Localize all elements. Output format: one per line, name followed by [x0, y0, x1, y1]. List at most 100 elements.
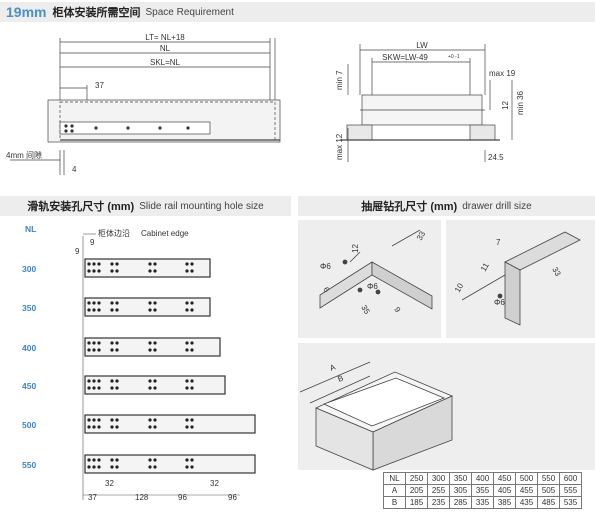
rail-hole — [92, 262, 96, 266]
rail-hole — [110, 458, 114, 462]
rail-500 — [84, 414, 256, 434]
rail-hole — [185, 301, 189, 305]
rail-hole — [110, 418, 114, 422]
rail-hole — [148, 379, 152, 383]
drill-left-panel — [298, 220, 441, 338]
rail-hole — [190, 465, 194, 469]
table-cell: 550 — [537, 472, 560, 485]
rail-hole — [110, 301, 114, 305]
rail-hole — [87, 269, 91, 273]
table-row-label: A — [383, 484, 406, 497]
rail-hole — [92, 348, 96, 352]
rail-hole — [115, 386, 119, 390]
drill-left-9: 9 — [392, 306, 402, 315]
rail-size-300: 300 — [22, 264, 36, 274]
drill-right-11: 11 — [479, 261, 491, 273]
rail-hole — [97, 425, 101, 429]
rail-hole — [185, 386, 189, 390]
rail-size-350: 350 — [22, 303, 36, 313]
drill-left-phi6a: Φ6 — [320, 262, 331, 271]
table-cell: 435 — [515, 496, 538, 509]
rail-hole — [185, 341, 189, 345]
rail-hole — [87, 262, 91, 266]
rail-hole — [110, 425, 114, 429]
rail-size-label: 19mm — [6, 4, 47, 20]
rail-hole — [190, 341, 194, 345]
rail-bottom-dim: 128 — [135, 493, 149, 502]
rail-dim-9a: 9 — [90, 238, 95, 247]
rail-hole — [190, 269, 194, 273]
rail-hole — [92, 418, 96, 422]
rail-hole — [110, 379, 114, 383]
rail-hole — [87, 425, 91, 429]
front-view-drawing — [340, 44, 513, 162]
rail-hole — [97, 308, 101, 312]
rail-hole — [185, 458, 189, 462]
dim-min7: min 7 — [335, 70, 344, 90]
dim-gap: 4mm 间隙 — [6, 150, 42, 160]
rail-bottom-dim: 96 — [228, 493, 237, 502]
rail-hole — [92, 458, 96, 462]
drill-right-phi6: Φ6 — [494, 298, 505, 307]
drill-left-drawing — [319, 229, 433, 310]
rail-550 — [84, 454, 256, 474]
space-requirement-header: 19mm 柜体安装所需空间 Space Requirement — [0, 2, 595, 22]
drill-right-33: 33 — [550, 266, 563, 279]
rail-hole — [153, 386, 157, 390]
rail-350 — [84, 297, 211, 317]
rail-hole — [87, 386, 91, 390]
rail-guide-lines — [82, 233, 240, 500]
rail-hole — [92, 341, 96, 345]
rail-hole — [110, 348, 114, 352]
rail-hole — [115, 418, 119, 422]
drill-right-7: 7 — [496, 238, 501, 247]
rail-hole — [148, 465, 152, 469]
table-cell: 355 — [471, 484, 494, 497]
table-cell: 555 — [559, 484, 582, 497]
rail-hole — [115, 269, 119, 273]
rail-hole — [87, 465, 91, 469]
rail-hole — [153, 458, 157, 462]
table-cell: 405 — [493, 484, 516, 497]
table-cell: 450 — [493, 472, 516, 485]
rail-hole — [190, 458, 194, 462]
rail-hole — [97, 458, 101, 462]
cabinet-edge-en: Cabinet edge — [141, 229, 189, 238]
drill-left-33: 33 — [415, 229, 428, 242]
side-rail-holes — [64, 124, 190, 133]
rail-hole — [185, 425, 189, 429]
rail-hole — [190, 379, 194, 383]
rail-hole — [110, 308, 114, 312]
rail-hole — [115, 348, 119, 352]
rail-hole — [97, 269, 101, 273]
rail-dim-9b: 9 — [75, 247, 80, 256]
rail-hole — [92, 465, 96, 469]
rail-hole — [92, 269, 96, 273]
drill-left-35: 35 — [359, 304, 372, 317]
dim-skw-tolerance: +0 -1 — [448, 54, 460, 60]
rail-hole — [115, 341, 119, 345]
drawer-box-drawing — [299, 361, 453, 471]
rail-hole — [190, 425, 194, 429]
dim-max12: max 12 — [335, 133, 344, 160]
rail-hole — [148, 308, 152, 312]
rail-hole — [153, 269, 157, 273]
rail-hole — [97, 341, 101, 345]
rail-hole — [185, 379, 189, 383]
table-cell: 255 — [427, 484, 450, 497]
table-cell: 335 — [471, 496, 494, 509]
rail-hole — [97, 465, 101, 469]
rail-hole — [115, 379, 119, 383]
rail-hole — [153, 425, 157, 429]
cabinet-edge-zh: 柜体边沿 — [98, 228, 130, 238]
drill-left-6: 6 — [321, 286, 331, 295]
rail-hole — [190, 301, 194, 305]
rail-hole — [87, 418, 91, 422]
rail-hole — [148, 348, 152, 352]
rail-size-450: 450 — [22, 381, 36, 391]
